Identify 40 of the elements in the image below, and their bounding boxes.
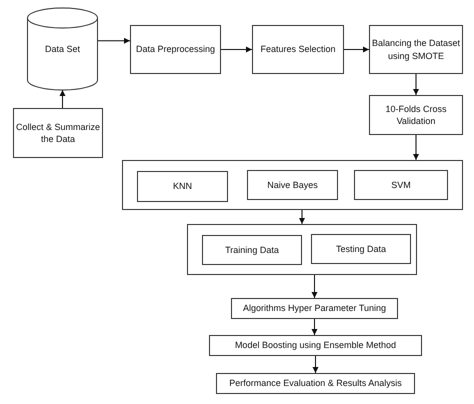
process-box xyxy=(209,335,422,356)
arrow xyxy=(312,318,318,336)
process-box xyxy=(130,25,221,74)
box-label: Collect & Summarize the Data xyxy=(14,120,102,146)
process-box xyxy=(354,170,448,200)
box-label: Performance Evaluation & Results Analysis xyxy=(228,377,403,390)
box-label: Training Data xyxy=(224,244,280,256)
group-box xyxy=(122,160,463,210)
process-box xyxy=(252,25,344,74)
process-box xyxy=(231,298,398,319)
process-box xyxy=(13,108,103,158)
process-box xyxy=(202,235,302,265)
arrow xyxy=(60,90,66,108)
process-box xyxy=(311,234,411,264)
process-box xyxy=(137,171,228,202)
arrow xyxy=(98,38,130,44)
process-box xyxy=(216,373,415,394)
box-label: Testing Data xyxy=(334,242,388,256)
box-label: Model Boosting using Ensemble Method xyxy=(234,339,398,352)
box-label: Balancing the Dataset using SMOTE xyxy=(370,37,462,62)
arrow xyxy=(312,356,318,374)
arrow xyxy=(344,46,370,52)
process-box xyxy=(369,25,463,74)
arrow xyxy=(299,210,305,224)
group-box xyxy=(187,224,417,275)
box-label: SVM xyxy=(390,178,412,192)
box-label: 10-Folds Cross Validation xyxy=(384,102,448,128)
box-label: Naive Bayes xyxy=(266,178,319,192)
box-label: Data Set xyxy=(44,42,82,56)
box-label: Features Selection xyxy=(259,43,337,56)
arrow xyxy=(312,274,318,298)
box-label: Algorithms Hyper Parameter Tuning xyxy=(242,302,388,315)
process-box xyxy=(369,95,463,135)
arrow xyxy=(413,134,419,160)
arrow xyxy=(220,46,252,52)
box-label: KNN xyxy=(172,180,193,193)
arrow xyxy=(413,74,419,96)
box-label: Data Preprocessing xyxy=(134,43,216,56)
process-box xyxy=(247,170,338,200)
database-cylinder xyxy=(27,8,98,90)
